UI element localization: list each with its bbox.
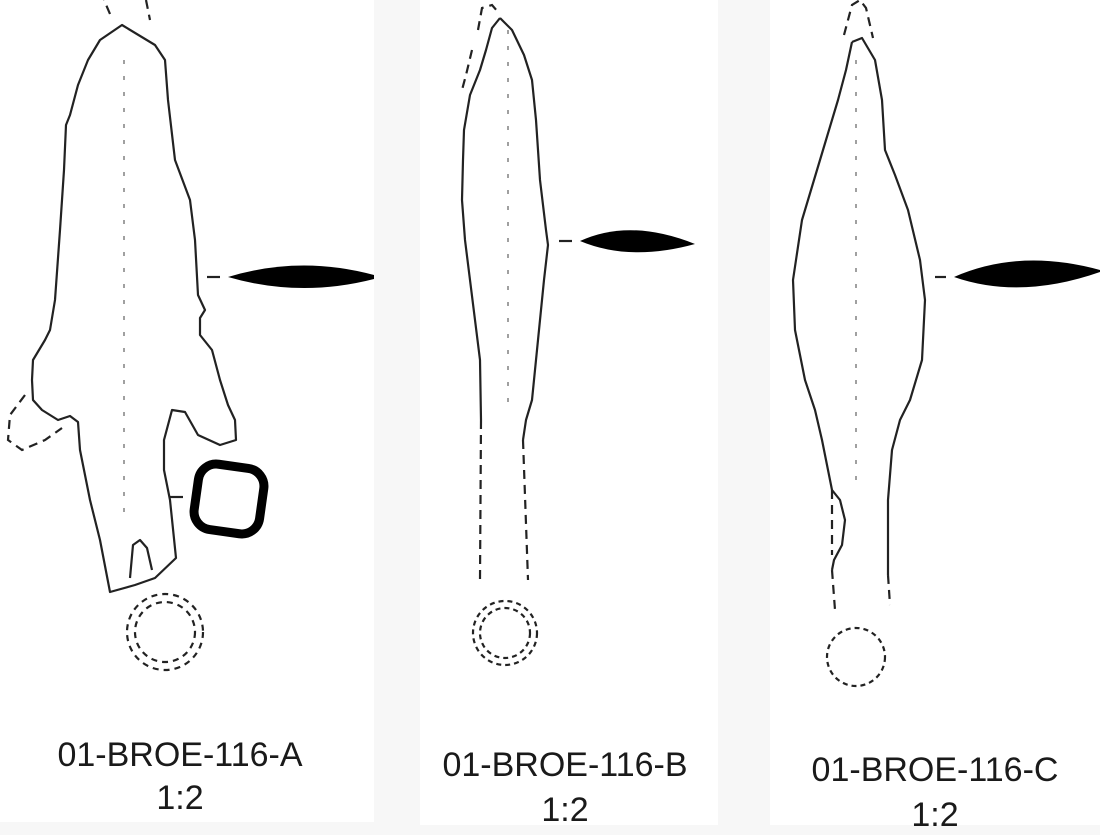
panel-a-scale: 1:2	[156, 779, 204, 817]
panel-a-label: 01-BROE-116-A	[57, 736, 303, 774]
restored-tip-outline	[460, 3, 499, 91]
tang-end-circle	[125, 592, 205, 672]
blade-outline	[791, 36, 927, 575]
blade-outline	[460, 17, 550, 441]
blade-cross-section-icon	[954, 260, 1100, 288]
panel-c-label: 01-BROE-116-C	[811, 751, 1059, 789]
restored-tip-outline	[842, 0, 875, 39]
artifact-panel-c: 01-BROE-116-C 1:2	[770, 0, 1100, 834]
panel-c-scale: 1:2	[911, 796, 959, 834]
restored-socket-outline	[478, 419, 530, 581]
artifact-panel-a: 01-BROE-116-A 1:2	[0, 0, 374, 822]
spearhead-c-drawing	[791, 0, 1100, 688]
blade-cross-section-icon	[228, 265, 374, 289]
spearhead-a-drawing	[6, 0, 374, 672]
restored-tip-outline	[102, 0, 152, 21]
spearhead-b-drawing	[460, 3, 695, 667]
artifact-panel-b: 01-BROE-116-B 1:2	[420, 0, 718, 829]
blade-cross-section-icon	[580, 230, 695, 253]
tang-slot	[128, 538, 154, 579]
panel-b-label: 01-BROE-116-B	[442, 746, 688, 784]
panel-b-scale: 1:2	[541, 791, 589, 829]
blade-outline	[30, 23, 238, 594]
restored-socket-outline	[830, 490, 892, 611]
socket-end-circle	[825, 626, 887, 688]
restored-barb-outline	[6, 394, 63, 452]
tang-cross-section-icon	[189, 459, 269, 539]
socket-end-circle	[471, 599, 539, 667]
